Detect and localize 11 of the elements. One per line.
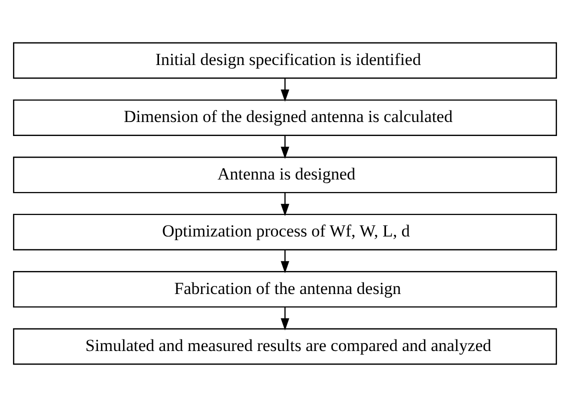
node-box: Simulated and measured results are compared and analyzed [13, 328, 557, 365]
arrow [280, 250, 290, 274]
node-box: Optimization process of Wf, W, L, d [13, 214, 557, 250]
arrow [280, 307, 290, 330]
arrow [280, 192, 290, 216]
node-box: Fabrication of the antenna design [13, 271, 557, 308]
node-box: Dimension of the designed antenna is calculated [13, 99, 557, 136]
node-box: Initial design specification is identified [13, 42, 557, 79]
node-box: Antenna is designed [13, 156, 557, 194]
arrow [280, 136, 290, 159]
arrow [280, 78, 290, 102]
